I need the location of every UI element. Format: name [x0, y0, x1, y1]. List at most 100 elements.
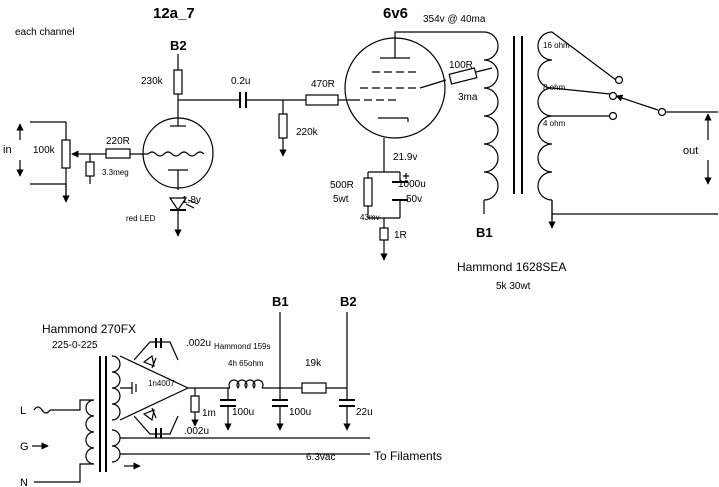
sense-resistor-value: 1R — [394, 230, 407, 241]
ot-model: Hammond 1628SEA — [457, 260, 566, 274]
out-terminal — [657, 107, 667, 117]
output-transformer: B1 16 ohm 8 ohm 4 ohm out Hammond 1628SE… — [457, 31, 718, 292]
dropping-resistor-value: 19k — [305, 358, 322, 369]
input-label: in — [3, 144, 12, 156]
sense-resistor — [379, 227, 389, 241]
grid-leak-value: 3.3meg — [102, 168, 129, 177]
choke-spec: 4h 65ohm — [228, 359, 264, 368]
plate-voltage-label: 354v @ 40ma — [423, 14, 486, 25]
ot-secondary — [537, 31, 553, 201]
grid-resistor — [278, 113, 288, 139]
b2-rail-label-top: B2 — [170, 38, 187, 53]
pt-primary — [85, 399, 95, 465]
tap-8-ohm: 8 ohm — [543, 83, 566, 92]
output-wire — [552, 111, 718, 215]
rectifier-wires — [119, 355, 189, 421]
power-transformer-model: Hammond 270FX — [42, 322, 136, 336]
output-label: out — [683, 145, 698, 157]
snubber-cap-bottom: .002u — [184, 426, 209, 437]
power-cathode — [378, 117, 409, 122]
filter-cap-2-value: 100u — [289, 407, 311, 418]
mains-l: L — [20, 405, 26, 417]
pt-hv-secondary — [111, 355, 121, 421]
preamp-cathode — [168, 169, 188, 190]
filter-cap-1-value: 100u — [232, 407, 254, 418]
power-plate — [380, 31, 484, 59]
choke — [228, 379, 264, 390]
input-pot-value: 100k — [33, 145, 56, 156]
input-pot — [61, 139, 71, 169]
filter-cap-2 — [272, 399, 288, 407]
b1-rail-label-ot: B1 — [476, 225, 493, 240]
preamp-stage: B2 230k 1.8v red LED — [126, 38, 240, 237]
bypass-cap-value: 1000u — [398, 179, 426, 190]
grid-leak-resistor — [85, 161, 95, 177]
mains-switch — [33, 399, 94, 414]
plate-wire — [177, 94, 240, 126]
grid-resistor-value: 220k — [296, 127, 319, 138]
power-cathode-voltage: 21.9v — [393, 152, 417, 163]
preamp-cathode-voltage: 1.8v — [182, 195, 201, 206]
ot-primary — [483, 31, 499, 201]
coupling-cap-value: 0.2u — [231, 76, 250, 87]
input-wire — [30, 121, 66, 185]
led-glow — [185, 199, 199, 209]
mains-n: N — [20, 477, 28, 487]
coupling-cap — [239, 92, 247, 108]
pt-core — [99, 356, 107, 472]
secondary-voltage: 225-0-225 — [52, 340, 98, 351]
snubber-bottom-cap — [155, 428, 162, 438]
plate-resistor-value: 230k — [141, 76, 164, 87]
grid-stopper-resistor — [105, 148, 131, 159]
diode-bottom — [142, 407, 157, 422]
bias-led-label: red LED — [126, 214, 156, 223]
bleeder-resistor — [190, 395, 200, 413]
tap-4-ohm: 4 ohm — [543, 119, 566, 128]
filter-cap-3 — [339, 399, 355, 407]
cathode-resistor-rating: 5wt — [333, 194, 349, 205]
snubber-top-cap — [155, 338, 162, 348]
dropping-resistor — [301, 382, 327, 394]
coupling-wire — [246, 99, 306, 114]
preamp-grid — [147, 151, 205, 157]
filter-cap-1 — [220, 399, 236, 407]
tap-terminal — [608, 91, 618, 101]
tap-16-ohm: 16 ohm — [543, 41, 570, 50]
bleeder-value: 1m — [202, 408, 216, 419]
power-stage: 354v @ 40ma 100R 3ma 21.9v 500R 5wt 1000… — [330, 14, 493, 261]
pt-heater-secondary — [111, 429, 121, 463]
ot-core — [513, 36, 523, 194]
power-supply: Hammond 270FX 225-0-225 L G N 1n4007 .00… — [20, 294, 442, 487]
ot-secondary-wires — [551, 31, 617, 220]
input-section: in 100k 220R 3.3meg — [3, 121, 148, 203]
sense-voltage: 43mv — [360, 213, 380, 222]
tap-terminal — [608, 111, 618, 121]
power-tube-title: 6v6 — [383, 5, 408, 22]
preamp-tube-title: 12a_7 — [153, 5, 195, 22]
b1-rail-label: B1 — [272, 294, 289, 309]
cathode-resistor — [363, 177, 373, 207]
screen-wire — [475, 67, 493, 73]
led-symbol — [168, 197, 188, 212]
filaments-label: To Filaments — [374, 449, 442, 463]
diode-top — [142, 354, 157, 369]
selector-switch[interactable] — [615, 94, 659, 111]
heater-wires — [120, 437, 370, 455]
plate-resistor — [173, 69, 183, 95]
bypass-cap — [392, 181, 408, 201]
bypass-cap-plus — [403, 173, 409, 179]
cathode-wire — [367, 138, 401, 228]
heater-voltage: 6.3vac — [306, 452, 335, 463]
ct-ground — [131, 382, 137, 394]
diode-label: 1n4007 — [148, 379, 175, 388]
series-grid-resistor — [305, 94, 339, 106]
g2-wire — [419, 79, 447, 89]
neutral-wire — [34, 463, 94, 483]
filter-cap-3-value: 22u — [356, 407, 373, 418]
mains-g: G — [20, 441, 29, 453]
coupling-network: 0.2u 470R 220k — [231, 76, 352, 157]
screen-current: 3ma — [458, 92, 478, 103]
b2-rail-label: B2 — [340, 294, 357, 309]
bypass-cap-rating: 50v — [406, 194, 422, 205]
